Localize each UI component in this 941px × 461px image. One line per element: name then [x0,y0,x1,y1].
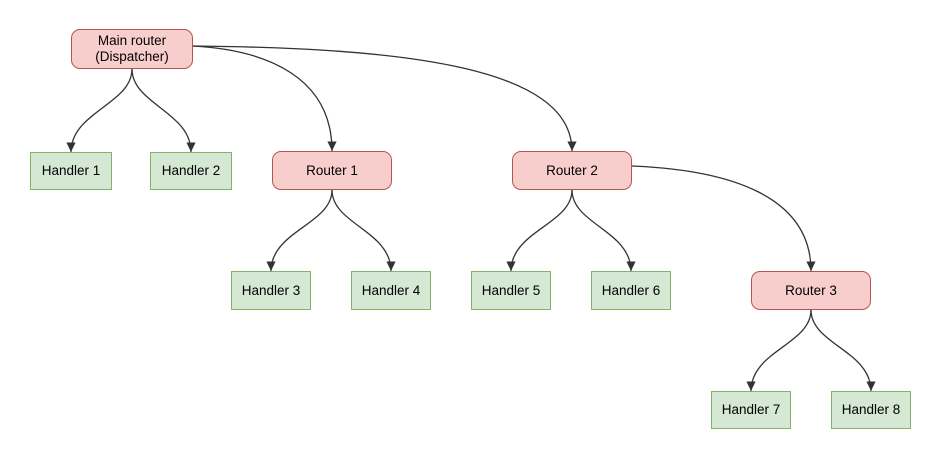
edge-line [131,68,192,153]
edge-line [810,309,872,392]
node-label: Handler 4 [361,282,421,298]
arrow-head-icon [567,141,577,151]
node-handler-8[interactable]: Handler 8 [831,391,911,429]
arrow-head-icon [626,261,636,271]
node-handler-4[interactable]: Handler 4 [351,271,431,310]
edge-line [571,189,632,272]
node-label: Handler 5 [481,282,541,298]
node-label: Handler 1 [41,163,101,178]
edge-main-router-to-handler-2 [131,68,196,153]
node-label: Handler 6 [601,282,661,298]
node-label: Router 1 [306,162,358,178]
node-handler-1[interactable]: Handler 1 [30,152,112,190]
node-label: Main router (Dispatcher) [95,33,169,64]
node-label: Router 3 [785,282,837,298]
edge-main-router-to-router-2 [192,45,577,152]
arrow-head-icon [746,381,756,391]
edge-router-2-to-handler-6 [571,189,636,272]
edge-line [750,309,812,392]
node-label: Handler 2 [161,163,221,178]
edge-line [631,165,812,272]
arrow-head-icon [266,261,276,271]
edge-main-router-to-router-1 [192,45,337,152]
node-label: Handler 8 [841,402,901,417]
node-router-1[interactable]: Router 1 [272,151,392,190]
node-handler-3[interactable]: Handler 3 [231,271,311,310]
node-label: Handler 3 [241,282,301,298]
edge-line [510,189,573,272]
node-router-3[interactable]: Router 3 [751,271,871,310]
arrow-head-icon [327,141,337,151]
node-handler-2[interactable]: Handler 2 [150,152,232,190]
arrow-head-icon [386,261,396,271]
arrow-head-icon [806,261,816,271]
edge-line [192,45,333,152]
node-label: Handler 7 [721,402,781,417]
edge-line [270,189,333,272]
arrow-head-icon [186,142,196,152]
node-handler-6[interactable]: Handler 6 [591,271,671,310]
edge-router-2-to-router-3 [631,165,816,272]
arrow-head-icon [66,142,76,152]
node-main-router[interactable]: Main router (Dispatcher) [71,29,193,69]
edge-router-3-to-handler-7 [746,309,812,392]
edge-router-1-to-handler-3 [266,189,333,272]
edge-line [70,68,133,153]
edge-router-2-to-handler-5 [506,189,573,272]
node-label: Router 2 [546,162,598,178]
node-router-2[interactable]: Router 2 [512,151,632,190]
edge-router-1-to-handler-4 [331,189,396,272]
edge-main-router-to-handler-1 [66,68,133,153]
node-handler-7[interactable]: Handler 7 [711,391,791,429]
node-handler-5[interactable]: Handler 5 [471,271,551,310]
arrow-head-icon [506,261,516,271]
arrow-head-icon [866,381,876,391]
edge-line [331,189,392,272]
edge-router-3-to-handler-8 [810,309,876,392]
edge-line [192,45,573,152]
